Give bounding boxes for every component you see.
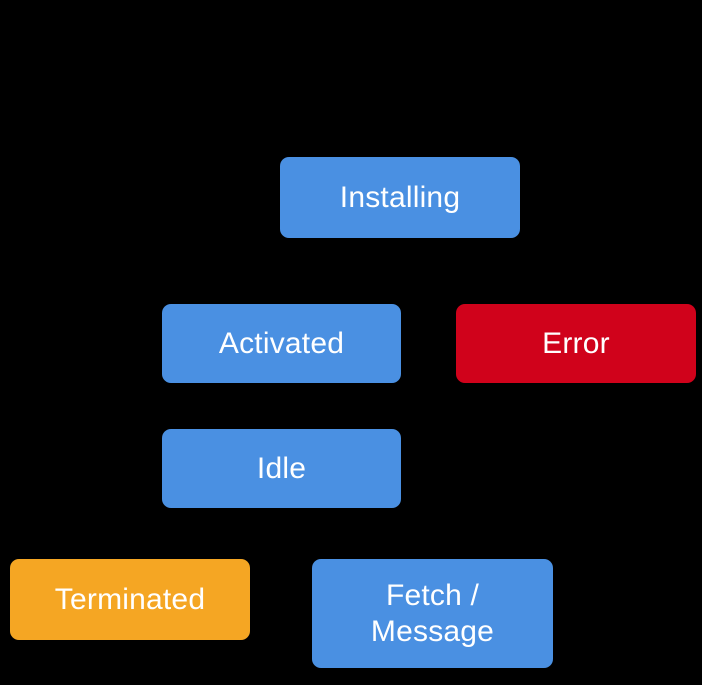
state-node-terminated-label: Terminated [54,582,206,616]
state-node-error-label: Error [542,326,610,360]
state-node-activated-label: Activated [218,326,345,360]
state-node-fetch-message-label: Fetch / Message [370,579,495,648]
state-node-installing-label: Installing [339,180,461,214]
state-node-installing[interactable]: Installing [280,157,520,238]
state-node-idle[interactable]: Idle [162,429,401,508]
state-node-activated[interactable]: Activated [162,304,401,383]
state-node-terminated[interactable]: Terminated [10,559,250,640]
state-node-fetch-message[interactable]: Fetch / Message [312,559,553,668]
state-node-idle-label: Idle [256,451,307,485]
state-node-error[interactable]: Error [456,304,696,383]
